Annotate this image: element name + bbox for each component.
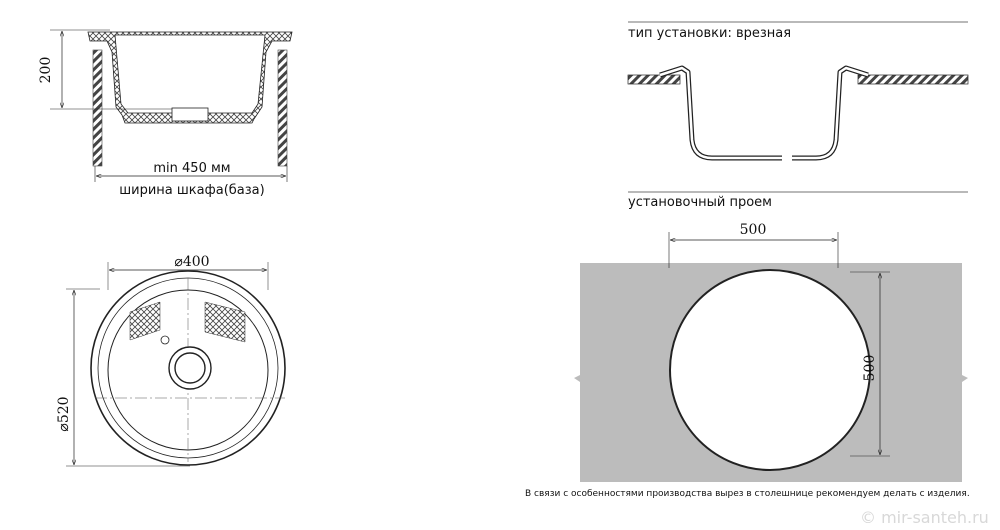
cutout-height: 500 <box>862 355 878 382</box>
height-dimension: 200 <box>38 57 54 84</box>
watermark: © mir-santeh.ru <box>860 508 989 527</box>
cabinet-wall-left <box>92 49 103 167</box>
installation-type-view: тип установки: врезная установочный прое… <box>627 21 969 210</box>
installation-type-label: тип установки: врезная <box>628 26 791 41</box>
cutout-view: 500 500 <box>574 222 968 482</box>
opening-label: установочный проем <box>628 195 772 210</box>
grip-texture <box>129 301 246 343</box>
cabinet-wall-right <box>277 49 288 167</box>
drain-section <box>171 107 209 122</box>
side-section-view: 200 min 450 мм ширина шкафа(база) <box>38 29 293 198</box>
countertop-right <box>857 74 969 85</box>
cutout-circle <box>669 269 871 471</box>
overflow-hole <box>160 335 170 345</box>
drain-inner <box>174 352 206 384</box>
footnote: В связи с особенностями производства выр… <box>525 489 970 499</box>
outer-diameter: ⌀520 <box>56 396 72 431</box>
min-width-label: min 450 мм <box>153 161 230 176</box>
sink-bowl-inner <box>114 34 266 114</box>
countertop-left <box>627 74 681 85</box>
cabinet-width-label: ширина шкафа(база) <box>119 183 264 198</box>
bowl-diameter: ⌀400 <box>174 254 209 270</box>
top-view: ⌀400 ⌀520 <box>56 254 286 467</box>
cutout-width: 500 <box>740 222 767 238</box>
